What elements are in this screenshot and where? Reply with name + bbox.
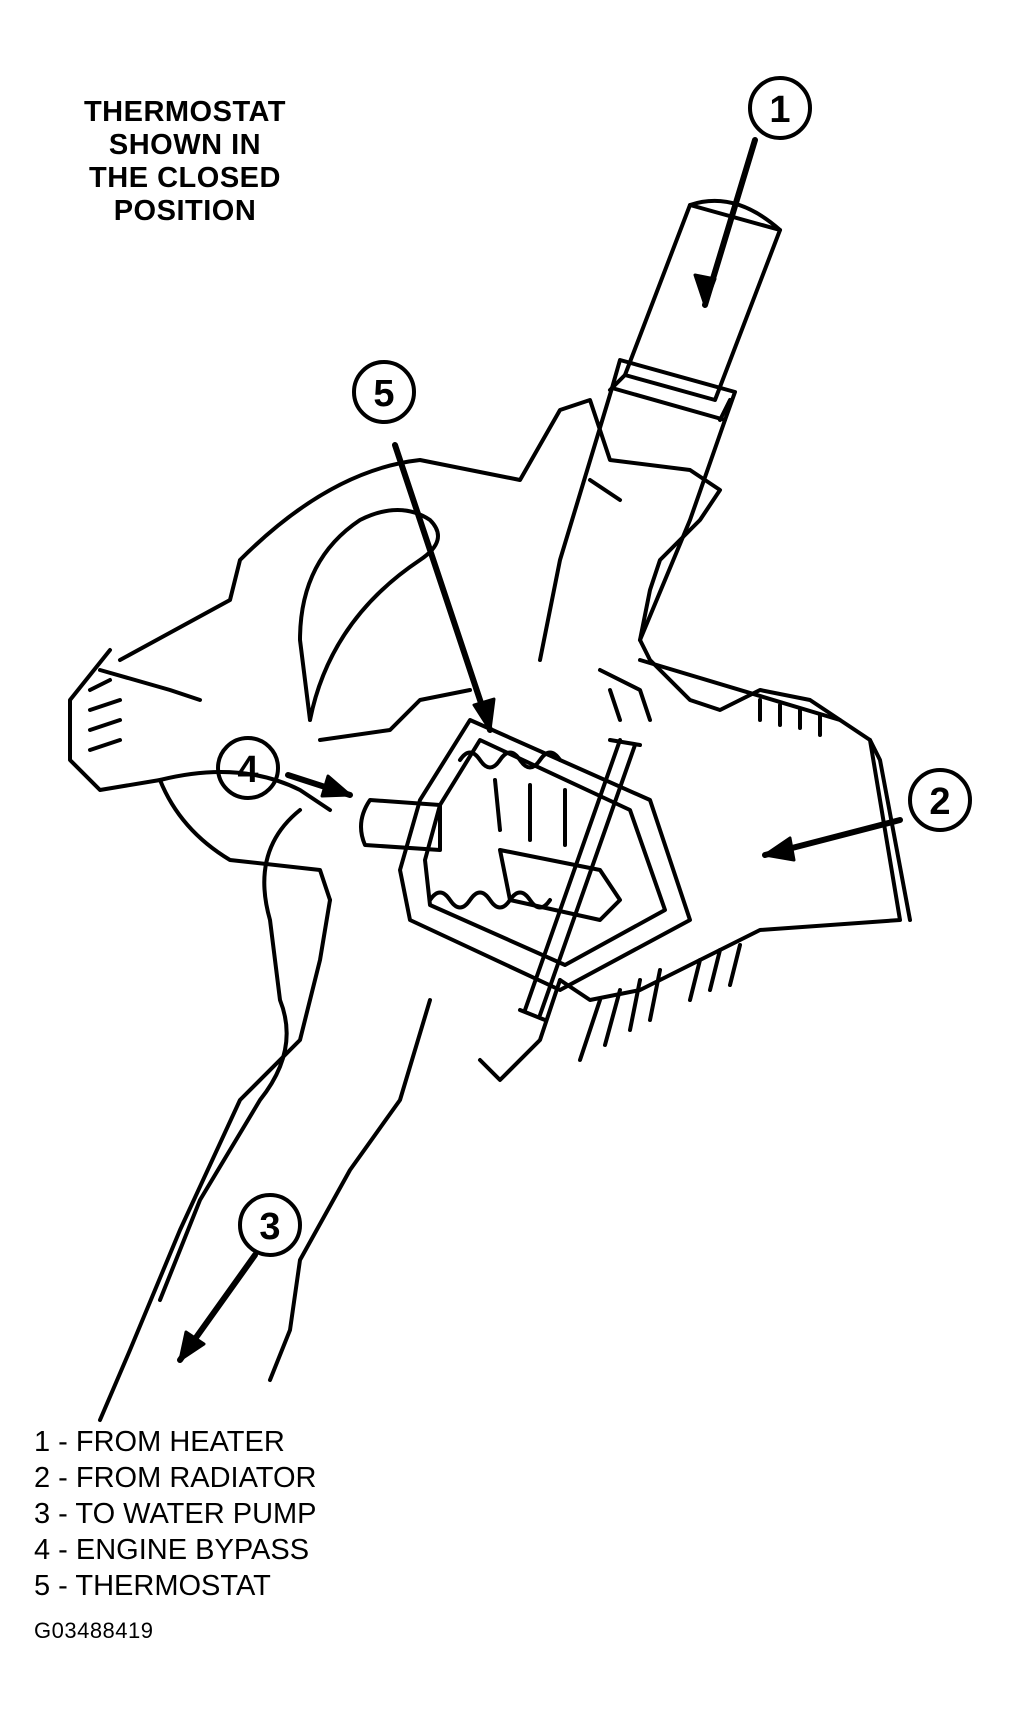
legend-item: 2 - FROM RADIATOR <box>34 1462 317 1494</box>
housing-outline <box>68 398 842 1422</box>
title-line: POSITION <box>113 195 257 227</box>
callout-2: 2 <box>908 768 972 832</box>
heater-inlet-tube <box>538 198 782 662</box>
callout-number: 1 <box>769 89 790 131</box>
callout-5: 5 <box>352 360 416 424</box>
figure-id: G03488419 <box>34 1618 154 1643</box>
callout-3: 3 <box>238 1193 302 1257</box>
title-line: SHOWN IN <box>108 129 262 161</box>
thermostat-body <box>359 718 692 1022</box>
title-line: THERMOSTAT <box>83 96 287 128</box>
legend-item: 4 - ENGINE BYPASS <box>34 1534 310 1566</box>
legend-item: 5 - THERMOSTAT <box>34 1570 271 1602</box>
callout-number: 5 <box>373 373 394 415</box>
callout-number: 3 <box>259 1206 280 1248</box>
callout-4: 4 <box>216 736 280 800</box>
diagram-title: THERMOSTAT SHOWN IN THE CLOSED POSITION <box>40 96 330 228</box>
callout-number: 4 <box>237 749 258 791</box>
legend-item: 1 - FROM HEATER <box>34 1426 285 1458</box>
callout-1: 1 <box>748 76 812 140</box>
radiator-inlet-housing <box>478 658 912 1082</box>
callout-arrows <box>177 137 903 1363</box>
callout-number: 2 <box>929 781 950 823</box>
legend-item: 3 - TO WATER PUMP <box>34 1498 317 1530</box>
title-line: THE CLOSED <box>89 162 281 194</box>
legend: 1 - FROM HEATER 2 - FROM RADIATOR 3 - TO… <box>34 1424 317 1604</box>
